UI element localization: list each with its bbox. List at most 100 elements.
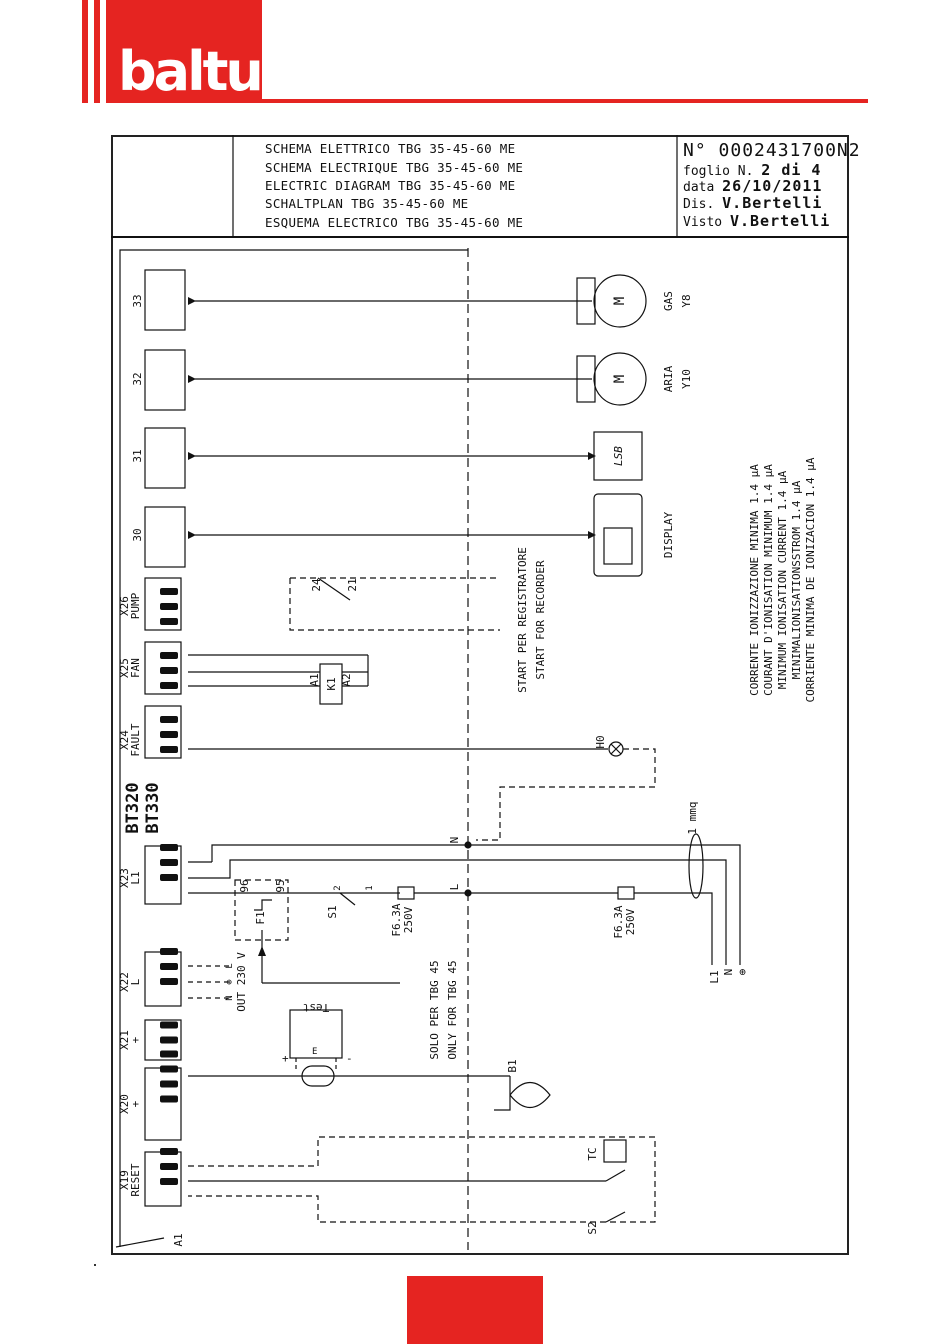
- drawn-by: Dis. V.Bertelli: [683, 194, 823, 212]
- title-it: SCHEMA ELETTRICO TBG 35-45-60 ME: [265, 141, 516, 156]
- sheet-number: foglio N. 2 di 4: [683, 161, 822, 179]
- tbg45-note-en: ONLY FOR TBG 45: [446, 960, 459, 1059]
- title-es: ESQUEMA ELECTRICO TBG 35-45-60 ME: [265, 215, 524, 230]
- conn-31-label: 31: [131, 449, 144, 462]
- board-label-bt330: BT330: [143, 782, 163, 833]
- margin-dot: [94, 1264, 96, 1266]
- conn-x20-label: X20: [118, 1094, 131, 1114]
- meter-minus: -: [346, 1052, 353, 1065]
- terminal-pin: [160, 1050, 178, 1058]
- supply-n: N: [722, 969, 735, 976]
- probe-b1-label: B1: [506, 1059, 519, 1072]
- terminal-pin: [160, 859, 178, 866]
- f1-contact-96: 96: [238, 879, 251, 892]
- fuse-1-voltage: 250V: [402, 906, 415, 933]
- gas-motor-ref: Y8: [680, 294, 693, 307]
- lsb-label: LSB: [612, 446, 625, 466]
- terminal-pin: [160, 1080, 178, 1088]
- terminal-pin: [160, 1036, 178, 1044]
- terminal-pin: [160, 1021, 178, 1029]
- terminal-pin: [160, 978, 178, 985]
- footer-page-tab: [407, 1276, 543, 1344]
- terminal-pin: [160, 1163, 178, 1170]
- terminal-pin: [160, 682, 178, 689]
- ion-note-it: CORRENTE IONIZZAZIONE MINIMA 1.4 μA: [748, 464, 761, 696]
- terminal-pin: [160, 1095, 178, 1103]
- recorder-note-en: START FOR RECORDER: [534, 560, 547, 680]
- recorder-contact-2: 21: [346, 578, 359, 591]
- air-motor-label: ARIA: [662, 365, 675, 392]
- air-motor-symbol: M: [612, 375, 628, 383]
- s2-label: S2: [586, 1221, 599, 1234]
- terminal-pin: [160, 588, 178, 595]
- terminal-pin: [160, 618, 178, 625]
- s1-pin-2: 2: [333, 885, 343, 890]
- terminal-pin: [160, 746, 178, 753]
- ion-note-fr: COURANT D'IONISATION MINIMUM 1.4 μA: [762, 464, 775, 696]
- title-en: ELECTRIC DIAGRAM TBG 35-45-60 ME: [265, 178, 516, 193]
- conn-x23-label: X23: [118, 868, 131, 888]
- conn-32-label: 32: [131, 372, 144, 385]
- meter-ground: E: [312, 1047, 317, 1057]
- brand-name: baltur: [118, 40, 287, 103]
- terminal-pin: [160, 731, 178, 738]
- conn-x22-name: L: [129, 978, 142, 985]
- logo-stripe: [88, 0, 94, 103]
- f1-contact-95: 95: [274, 879, 287, 892]
- relay-a1: A1: [308, 673, 321, 686]
- fuse-1-rating: F6.3A: [390, 903, 403, 936]
- board-label-bt320: BT320: [123, 782, 143, 833]
- conn-x19-label: X19: [118, 1170, 131, 1190]
- neutral-label: N: [448, 837, 461, 844]
- title-fr: SCHEMA ELECTRIQUE TBG 35-45-60 ME: [265, 160, 524, 175]
- terminal-pin: [160, 603, 178, 610]
- terminal-pin: [160, 844, 178, 851]
- f1-label: F1: [254, 911, 267, 924]
- phase-label: L: [448, 883, 461, 890]
- s1-label: S1: [326, 905, 339, 918]
- recorder-contact-1: 24: [310, 578, 323, 592]
- drawing-date: data 26/10/2011: [683, 177, 823, 195]
- conn-x24-label: X24: [118, 730, 131, 750]
- logo-stripe: [100, 0, 106, 103]
- header-rule: [262, 99, 868, 103]
- checked-by: Visto V.Bertelli: [683, 212, 831, 230]
- terminal-pin: [160, 948, 178, 955]
- terminal-pin: [160, 1148, 178, 1155]
- conn-x24-name: FAULT: [129, 723, 142, 756]
- out-230v-label: OUT 230 V: [235, 952, 248, 1012]
- terminal-pin: [160, 652, 178, 659]
- conn-x21-name: +: [129, 1036, 142, 1043]
- terminal-pin: [160, 963, 178, 970]
- terminal-pin: [160, 667, 178, 674]
- terminal-pin: [160, 1065, 178, 1073]
- fuse-2-rating: F6.3A: [612, 905, 625, 938]
- tc-label: TC: [586, 1147, 599, 1160]
- ion-note-en: MINIMUM IONISATION CURRENT 1.4 μA: [776, 470, 789, 689]
- title-de: SCHALTPLAN TBG 35-45-60 ME: [265, 196, 469, 211]
- conn-x22-label: X22: [118, 972, 131, 992]
- conn-33-label: 33: [131, 294, 144, 307]
- gas-motor-label: GAS: [662, 291, 675, 311]
- terminal-pin: [160, 1178, 178, 1185]
- conn-x21-label: X21: [118, 1030, 131, 1050]
- conn-x23-name: L1: [129, 871, 142, 884]
- fuse-2-voltage: 250V: [624, 908, 637, 935]
- conn-x25-label: X25: [118, 658, 131, 678]
- s1-pin-1: 1: [365, 885, 375, 890]
- lamp-h0-label: H0: [594, 735, 607, 748]
- conn-x19-name: RESET: [129, 1163, 142, 1196]
- cable-label: 1 mmq: [686, 801, 699, 834]
- ion-note-es: CORRIENTE MINIMA DE IONIZACION 1.4 μA: [804, 457, 817, 702]
- conn-x25-name: FAN: [129, 658, 142, 678]
- drawing-number: N° 0002431700N2: [683, 140, 861, 161]
- ion-note-de: MINIMALIONISATIONSSTROM 1.4 μA: [790, 480, 803, 679]
- meter-plus: +: [282, 1052, 289, 1065]
- supply-l1: L1: [708, 970, 721, 983]
- conn-30-label: 30: [131, 528, 144, 541]
- out-pin-pe: ⊕: [225, 979, 235, 984]
- display-label: DISPLAY: [662, 511, 675, 558]
- terminal-pin: [160, 716, 178, 723]
- air-motor-ref: Y10: [680, 369, 693, 389]
